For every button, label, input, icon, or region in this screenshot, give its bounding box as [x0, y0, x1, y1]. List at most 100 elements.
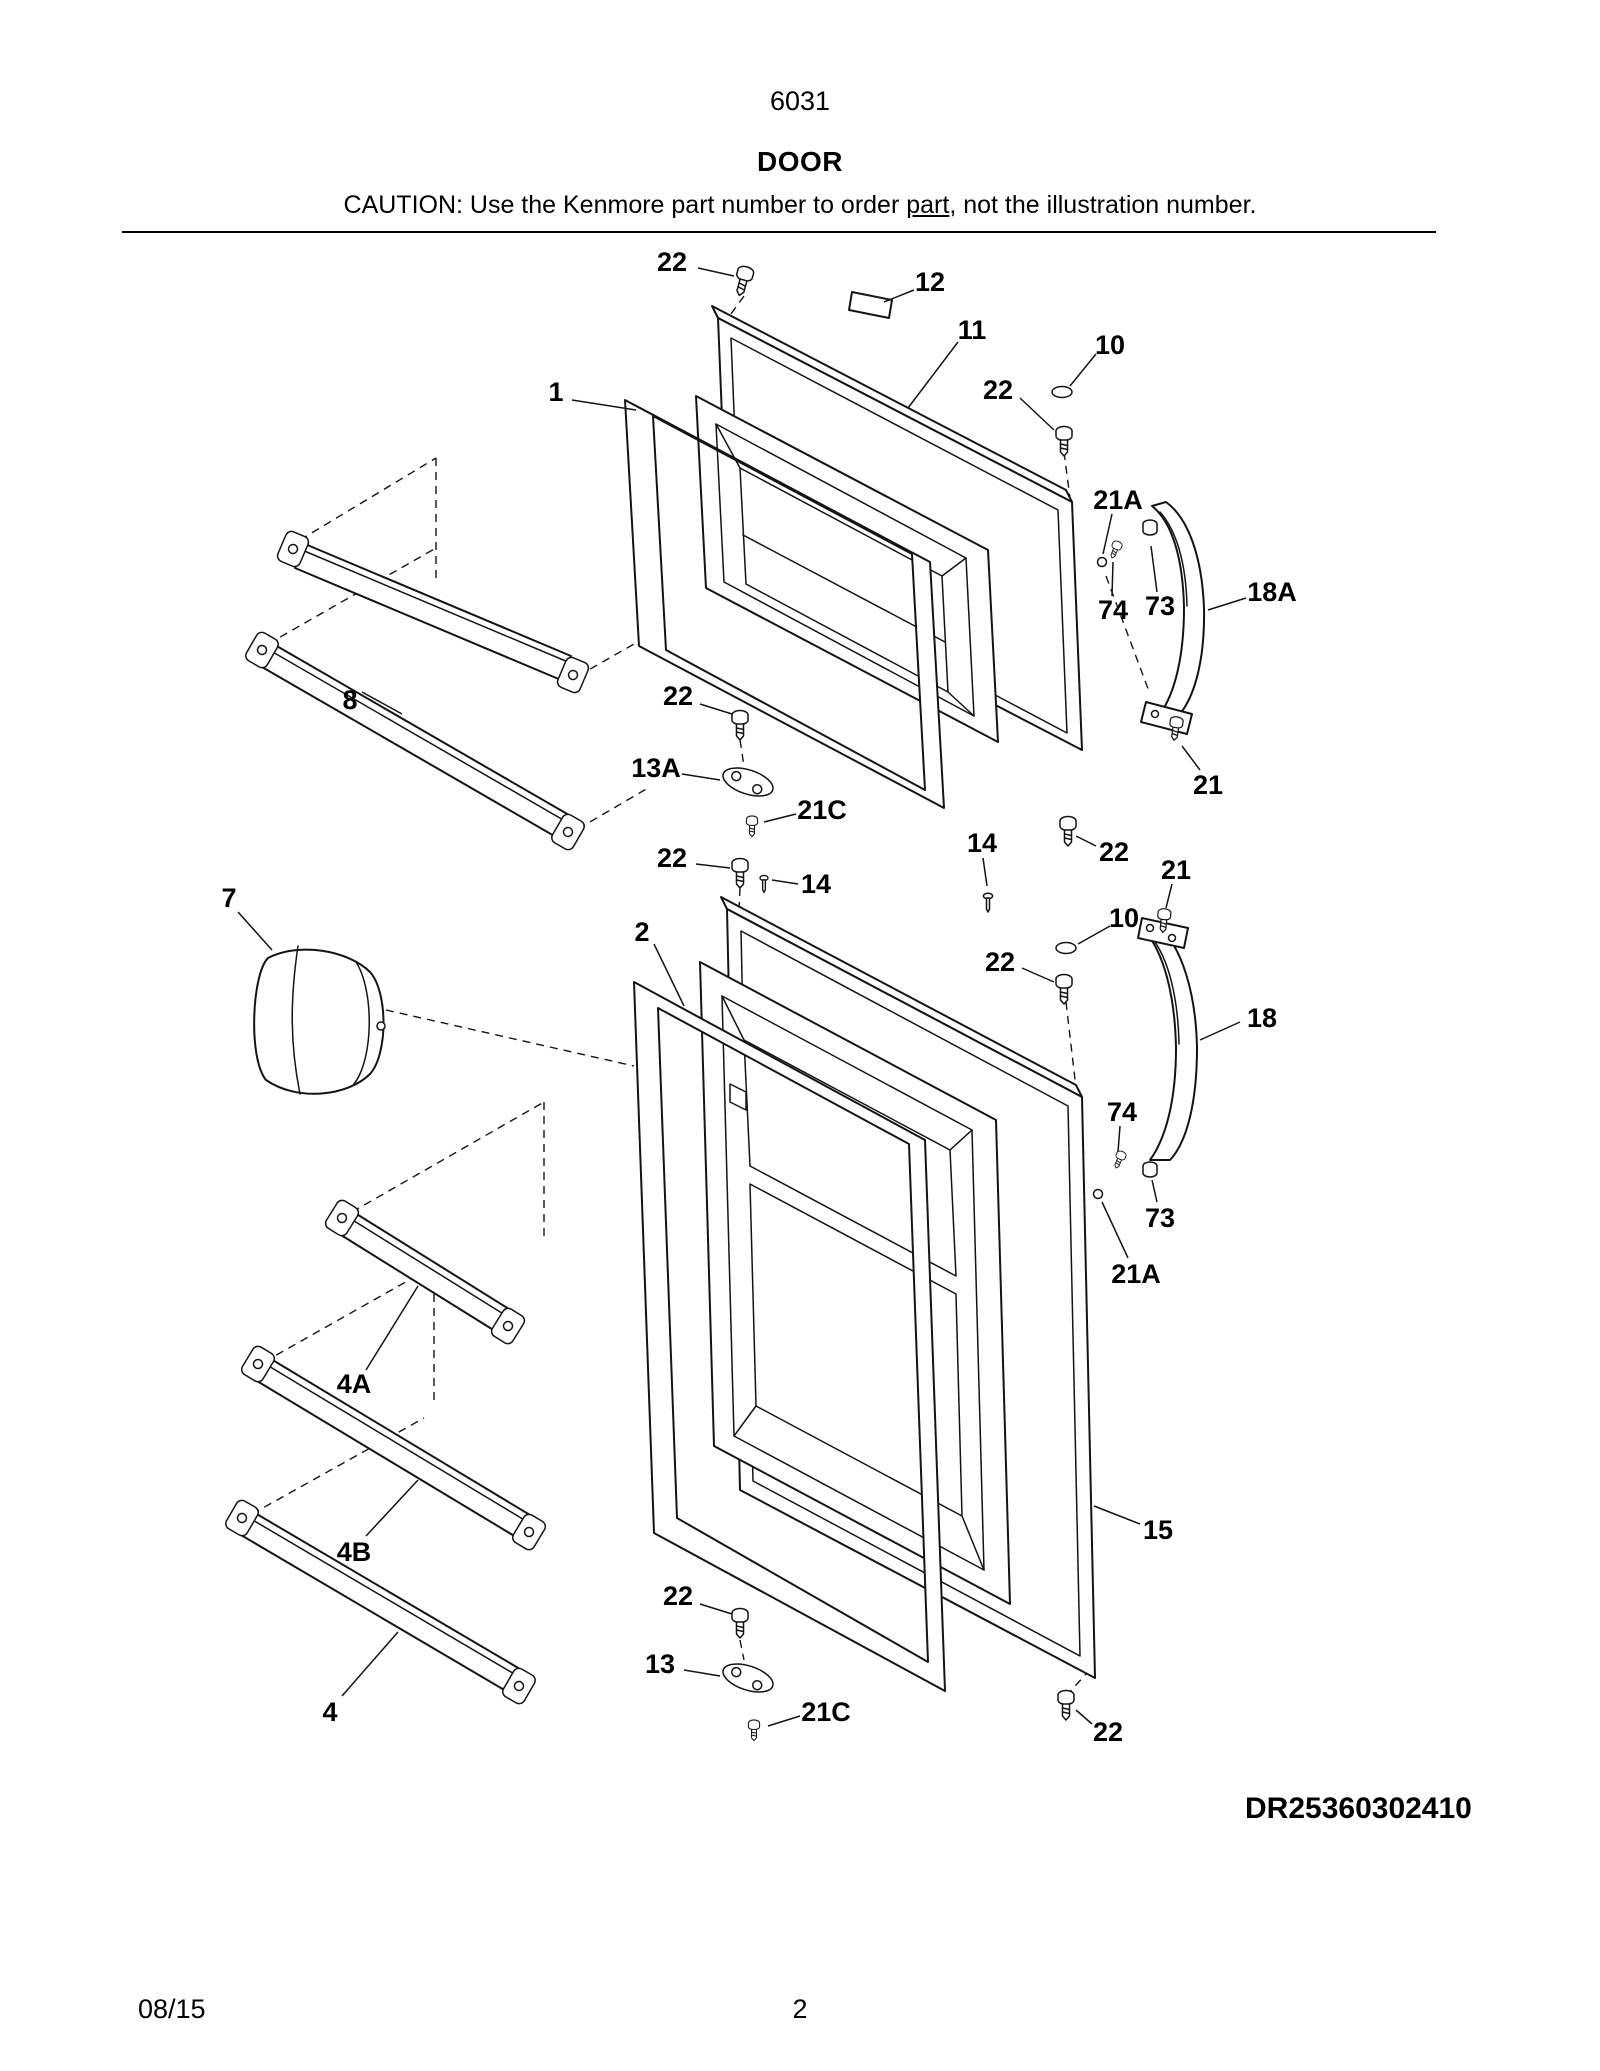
callout-leader-line — [683, 1669, 721, 1677]
callout-leader-line — [699, 703, 733, 715]
callout-leader-line — [1150, 545, 1158, 593]
callout-leader-line — [365, 1285, 419, 1371]
caution-note: CAUTION: Use the Kenmore part number to … — [0, 191, 1600, 220]
callout-label-10: 10 — [1095, 330, 1125, 360]
butter-shelf-cover — [253, 945, 386, 1095]
callout-label-21c: 21C — [797, 795, 847, 825]
callout-label-14: 14 — [801, 869, 831, 899]
screw-icon — [731, 1607, 749, 1639]
callout-leader-line — [1075, 835, 1097, 847]
callout-leader-line — [697, 267, 735, 277]
callout-label-13: 13 — [645, 1649, 675, 1679]
callout-label-18: 18 — [1247, 1003, 1277, 1033]
spacer-21a-icon — [1092, 1188, 1104, 1200]
callout-leader-line — [771, 879, 799, 885]
shelf-rail-4a — [322, 1197, 528, 1347]
plug-cap-icon — [1142, 519, 1158, 536]
callout-label-13a: 13A — [631, 753, 681, 783]
screw-21c-icon — [745, 815, 759, 838]
screw-74-icon — [1107, 539, 1124, 561]
spacer-21a-icon — [1096, 556, 1108, 568]
fresh-food-door-handle — [1137, 917, 1198, 1161]
callout-label-22: 22 — [985, 947, 1015, 977]
callout-leader-line — [1102, 513, 1113, 555]
callout-label-22: 22 — [657, 843, 687, 873]
plug-cap-icon — [1142, 1161, 1158, 1178]
callout-leader-line — [1151, 1179, 1158, 1203]
callout-label-11: 11 — [958, 315, 987, 345]
callout-leader-line — [1075, 1709, 1093, 1725]
grommet-ring-icon — [1055, 941, 1077, 955]
callout-label-22: 22 — [663, 681, 693, 711]
construction-lines — [251, 295, 1151, 1697]
screw-icon — [1059, 815, 1077, 847]
callout-leader-line — [1165, 883, 1173, 909]
callout-leader-line — [237, 911, 273, 951]
screw-74-icon — [1111, 1149, 1128, 1171]
hinge-plate-13-icon — [718, 1657, 778, 1699]
callout-label-22: 22 — [657, 247, 687, 277]
callout-leader-line — [361, 691, 403, 715]
shelf-rail-8-upper — [274, 528, 592, 696]
screw-icon — [731, 857, 749, 889]
callout-leader-line — [1069, 353, 1097, 387]
caution-suffix: , not the illustration number. — [949, 191, 1257, 219]
callout-label-21a: 21A — [1111, 1259, 1161, 1289]
diagram-code: DR25360302410 — [1245, 1792, 1472, 1825]
callout-leader-line — [1207, 597, 1247, 611]
callout-label-22: 22 — [983, 375, 1013, 405]
callout-leader-line — [571, 399, 637, 411]
freezer-door-assembly — [624, 305, 1083, 809]
small-parts — [718, 264, 1185, 1742]
callout-label-73: 73 — [1145, 1203, 1175, 1233]
callout-leader-line — [1077, 925, 1111, 945]
hinge-plate-13a-icon — [718, 761, 778, 803]
clip-12-icon — [848, 291, 893, 319]
fresh-food-shelf-rails — [222, 1197, 549, 1707]
callout-leader-line — [365, 1479, 419, 1537]
freezer-door-gasket — [624, 399, 945, 809]
shelf-pin-icon — [982, 892, 994, 913]
callout-label-22: 22 — [663, 1581, 693, 1611]
handle-mounting-bracket — [1137, 917, 1189, 949]
callout-label-15: 15 — [1143, 1515, 1173, 1545]
callout-label-21: 21 — [1193, 770, 1223, 800]
header-divider — [122, 231, 1436, 233]
callout-leader-line — [1117, 1125, 1121, 1153]
callout-leader-line — [1101, 1201, 1129, 1259]
callout-leader-line — [1019, 397, 1055, 431]
fresh-food-door-gasket — [633, 981, 946, 1692]
callout-leader-line — [982, 857, 988, 887]
callout-label-2: 2 — [634, 917, 649, 947]
callout-label-4a: 4A — [337, 1369, 372, 1399]
callout-leader-line — [341, 1631, 399, 1697]
fresh-food-door-assembly — [633, 896, 1096, 1692]
callout-leader-line — [767, 1715, 801, 1727]
screw-icon — [731, 709, 749, 741]
callout-label-74: 74 — [1098, 595, 1128, 625]
callout-leader-line — [1093, 1505, 1141, 1525]
screw-21c-icon — [747, 1719, 761, 1742]
callout-label-18a: 18A — [1247, 577, 1297, 607]
callout-label-10: 10 — [1109, 903, 1139, 933]
callout-leader-line — [695, 863, 731, 869]
screw-icon — [1055, 425, 1073, 457]
callout-leader-line — [699, 1603, 733, 1615]
screw-icon — [1055, 973, 1073, 1005]
grommet-ring-icon — [1051, 385, 1073, 399]
callout-label-21: 21 — [1161, 855, 1191, 885]
screw-icon — [730, 264, 756, 299]
callout-label-12: 12 — [915, 267, 945, 297]
model-number: 6031 — [769, 86, 831, 116]
callout-label-1: 1 — [548, 377, 563, 407]
callout-label-7: 7 — [221, 883, 236, 913]
callout-label-22: 22 — [1093, 1717, 1123, 1747]
shelf-rail-4b — [238, 1343, 549, 1553]
callout-leader-line — [681, 773, 721, 781]
callout-leader-line — [1181, 745, 1201, 771]
callout-leader-line — [763, 813, 797, 823]
callout-leader-line — [883, 289, 915, 303]
